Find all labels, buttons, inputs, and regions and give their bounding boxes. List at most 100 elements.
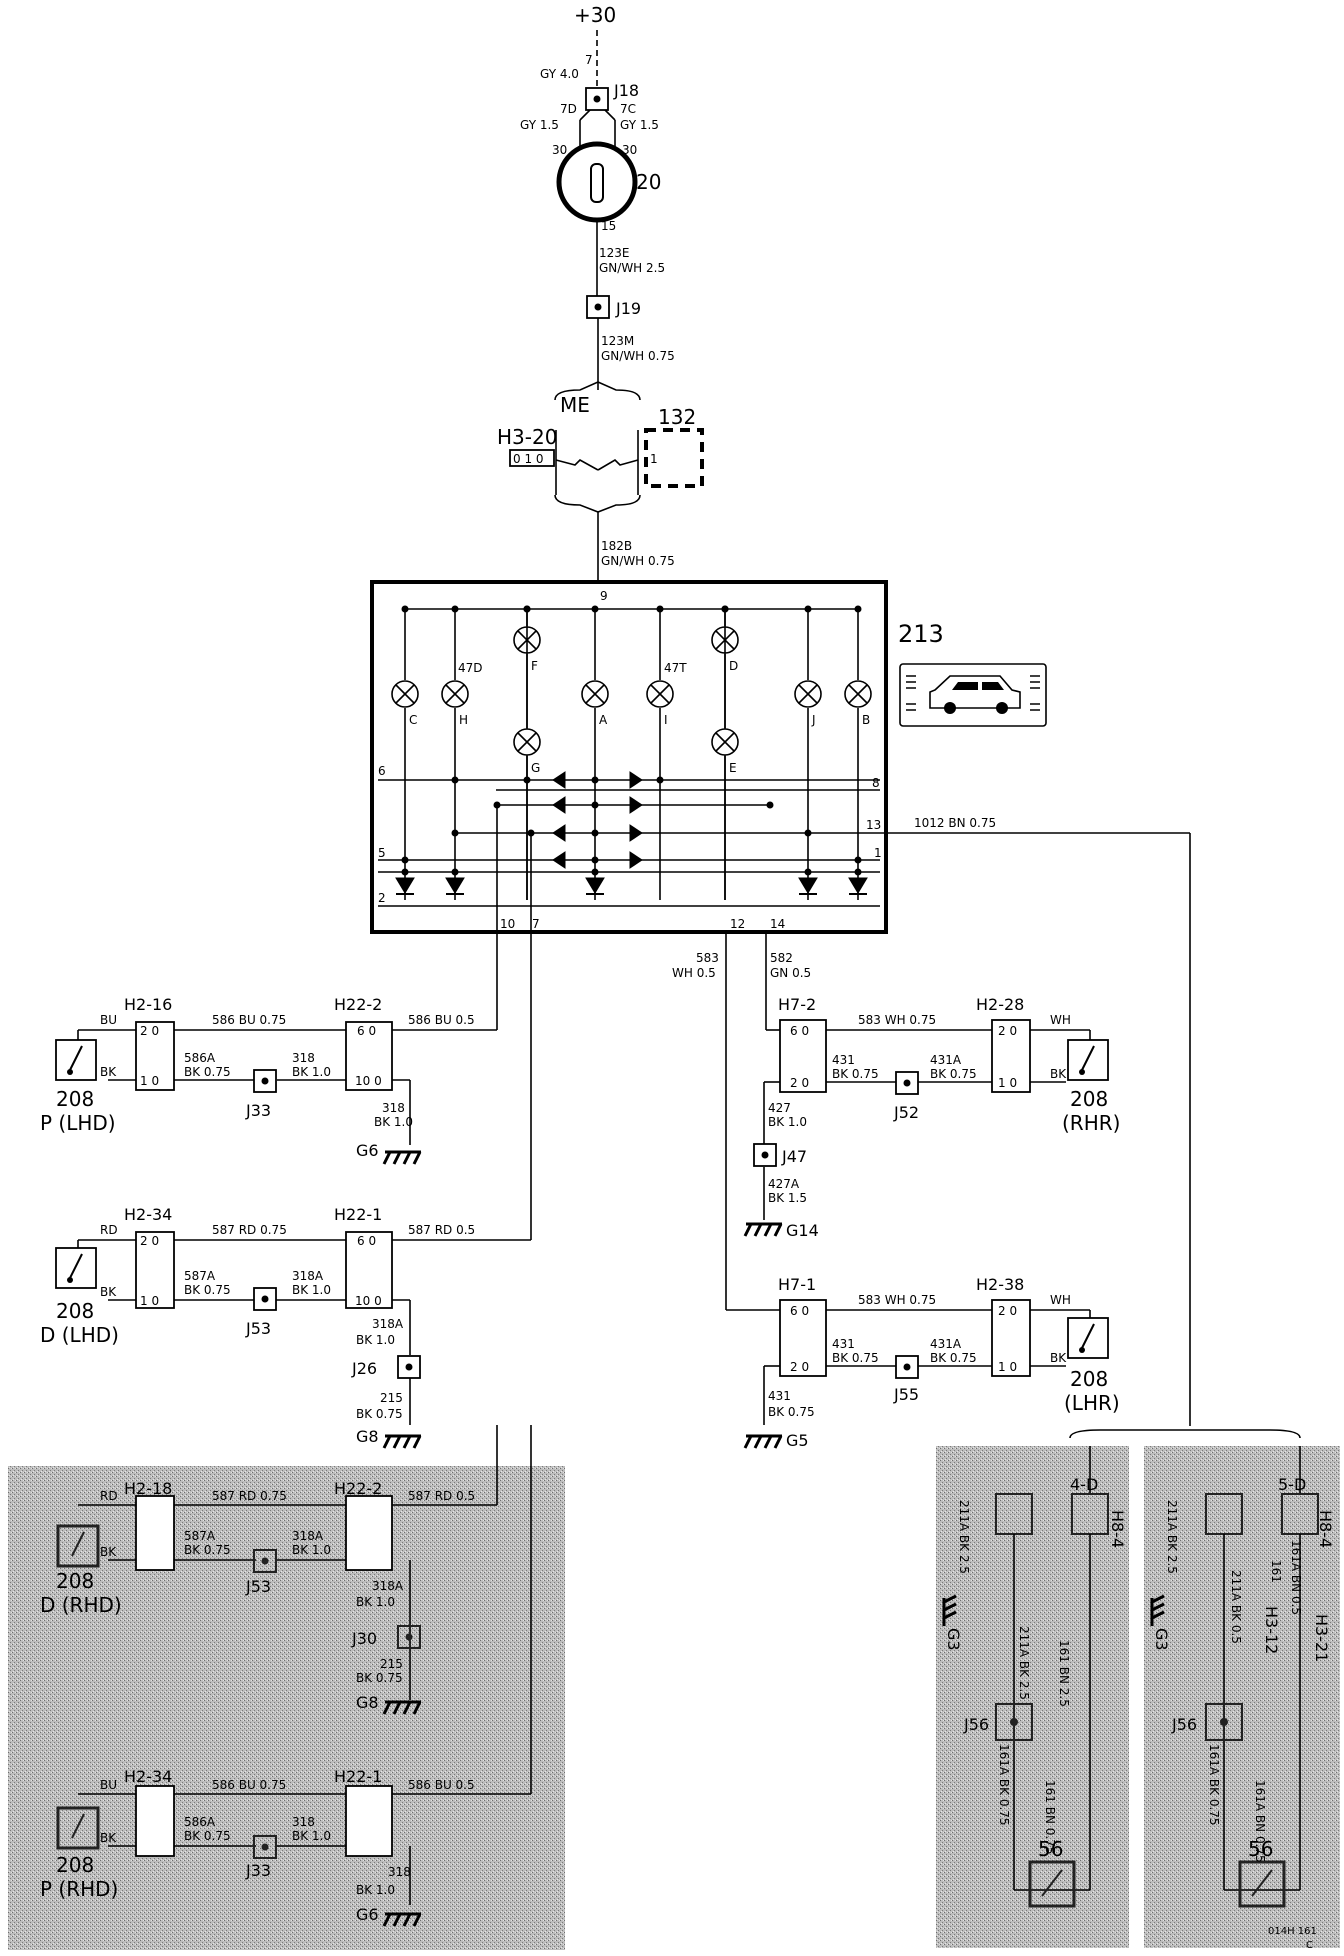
lamp-label: I [664, 713, 668, 727]
pin-label: 30 [622, 143, 637, 157]
pin-label: 1 [874, 846, 882, 860]
connector-label: H22-1 [334, 1767, 382, 1786]
wire-color: GN/WH 2.5 [599, 261, 665, 275]
wire-label: 161A BK 0.75 [1207, 1744, 1221, 1826]
wire-color: BK 0.75 [184, 1829, 231, 1843]
wire-color: BK 1.0 [356, 1883, 395, 1897]
wire-label: 161 BN 0.75 [1043, 1780, 1057, 1854]
ground-icon [942, 1594, 957, 1626]
lamp-tag: 47T [664, 661, 687, 675]
wire-color: BK 1.0 [292, 1283, 331, 1297]
pin-label: 2 0 [790, 1360, 809, 1374]
wire-id: 182B [601, 539, 632, 553]
wire-color: BU [100, 1013, 117, 1027]
connector-label: 5-D [1278, 1475, 1306, 1494]
pin-label: 30 [552, 143, 567, 157]
pin-label: 2 0 [998, 1024, 1017, 1038]
connector-label: H22-2 [334, 995, 382, 1014]
junction-label: J30 [351, 1629, 377, 1648]
wire-label: 211A BK 2.5 [1017, 1626, 1031, 1700]
junction-label: J53 [245, 1319, 271, 1338]
ground-icon [1150, 1594, 1165, 1626]
wire-label: 211A BK 0.5 [1229, 1570, 1243, 1644]
wire-label: 161A BK 0.75 [997, 1744, 1011, 1826]
main-feed: 123E GN/WH 2.5 J19 123M GN/WH 0.75 ME 0 … [497, 246, 704, 584]
supply-label: +30 [574, 3, 616, 27]
wire-id: 318A [292, 1269, 324, 1283]
connector-label: H3-21 [1312, 1614, 1331, 1662]
connector-label: H8-4 [1316, 1510, 1335, 1548]
wire-color: GN/WH 0.75 [601, 554, 675, 568]
wire-label: GY 1.5 [520, 118, 559, 132]
junction-label: J47 [781, 1147, 807, 1166]
component-132 [644, 428, 704, 488]
diode-icon [445, 877, 465, 894]
pin-label: 14 [770, 917, 785, 931]
pin-label: 9 [600, 589, 608, 603]
wire-color: BK 1.5 [768, 1191, 807, 1205]
wire-label: 586 BU 0.75 [212, 1013, 286, 1027]
car-warning-icon [899, 663, 1047, 727]
component-label: 208 [56, 1087, 94, 1111]
wire-id: 431 [832, 1337, 855, 1351]
wire-color: BK 0.75 [832, 1351, 879, 1365]
wire-color: BK 1.0 [292, 1829, 331, 1843]
wire-id: 215 [380, 1657, 403, 1671]
component-label: 56 [1248, 1837, 1273, 1861]
wire-id: 215 [380, 1391, 403, 1405]
wire-label: 583 WH 0.75 [858, 1013, 936, 1027]
wire-color: BK 1.0 [768, 1115, 807, 1129]
wire-id: 427 [768, 1101, 791, 1115]
wire-id: 431 [832, 1053, 855, 1067]
wire-color: WH [1050, 1293, 1071, 1307]
junction-label: J56 [1171, 1715, 1197, 1734]
junction-label: J53 [245, 1577, 271, 1596]
wire-label: 586 BU 0.5 [408, 1013, 475, 1027]
pin-label: 6 [378, 764, 386, 778]
junction-label: J33 [245, 1101, 271, 1120]
ground-label: G8 [356, 1693, 379, 1712]
connector-label: H22-1 [334, 1205, 382, 1224]
wire-id: 427A [768, 1177, 800, 1191]
wire-color: BK 0.75 [832, 1067, 879, 1081]
lamp-label: C [409, 713, 417, 727]
connector-label: H8-4 [1108, 1510, 1127, 1548]
wire-label: GY 4.0 [540, 67, 579, 81]
component-label: 208 [56, 1853, 94, 1877]
drop-labels: 583 WH 0.5 582 GN 0.5 [672, 951, 811, 980]
wire-label: 587 RD 0.5 [408, 1489, 475, 1503]
lamp-label: G [531, 761, 540, 775]
ground-icon [382, 1150, 422, 1165]
wire-color: BK 1.0 [292, 1543, 331, 1557]
wire-color: RD [100, 1489, 118, 1503]
figure-code: 014H 161 [1268, 1926, 1317, 1937]
junction [253, 1835, 277, 1859]
block-rhr: H7-2 H2-28 6 0 2 0 2 0 1 0 583 WH 0.75 W… [743, 995, 1120, 1240]
wire-color: BK 0.75 [184, 1283, 231, 1297]
block-p-lhd: H2-16 H22-2 2 0 1 0 6 0 10 0 586 BU 0.75… [40, 995, 497, 1165]
block-d-lhd: H2-34 H22-1 2 0 1 0 6 0 10 0 587 RD 0.75… [40, 1205, 531, 1449]
ground-label: G8 [356, 1427, 379, 1446]
connector-pins: 0 1 0 [513, 452, 544, 466]
component-label: D (RHD) [40, 1593, 122, 1617]
component-label: 208 [1070, 1087, 1108, 1111]
lamp-label: D [729, 659, 738, 673]
wire-color: BK 1.0 [374, 1115, 413, 1129]
wire-color: BK 0.75 [184, 1065, 231, 1079]
component-label: (RHR) [1062, 1111, 1120, 1135]
connector-label: 4-D [1070, 1475, 1098, 1494]
connector-label: H3-12 [1262, 1606, 1281, 1654]
ground-icon [743, 1222, 783, 1237]
pin-label: 2 0 [998, 1304, 1017, 1318]
pin-label: 7C [620, 102, 636, 116]
wire-color: BK [1050, 1351, 1067, 1365]
wire-color: BK 1.0 [292, 1065, 331, 1079]
connector-label: H2-16 [124, 995, 172, 1014]
shaded-rhd-section: H2-18 H22-2 587 RD 0.75 587 RD 0.5 RD BK… [8, 1425, 565, 1950]
junction-label: J19 [615, 299, 641, 318]
wire-color: WH 0.5 [672, 966, 716, 980]
component-label: 213 [898, 620, 944, 648]
switch-56-icon [1028, 1860, 1076, 1908]
